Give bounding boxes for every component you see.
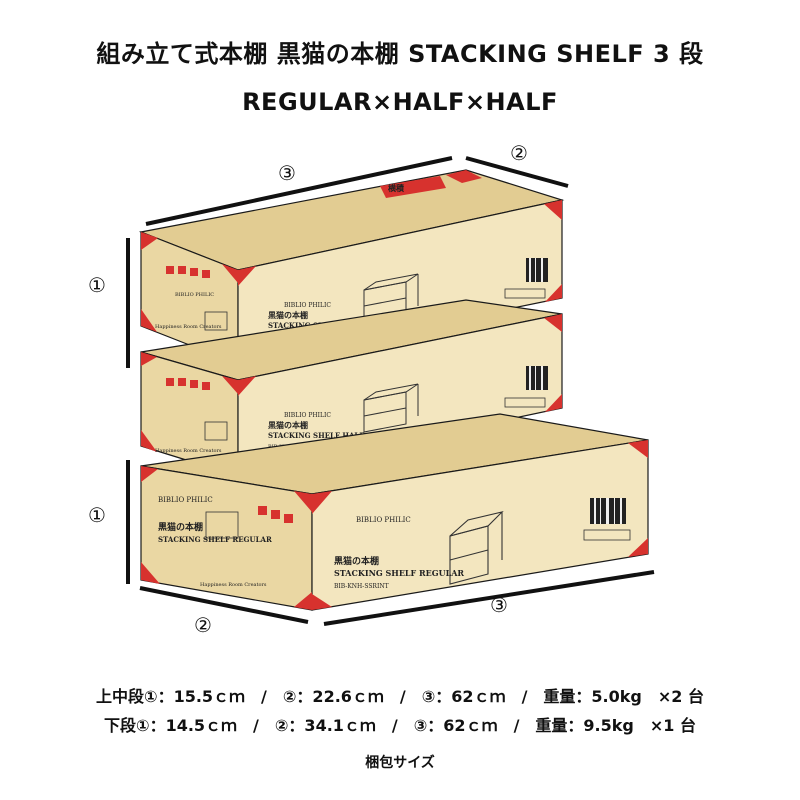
dim-marker-lower-height: ① — [88, 503, 106, 527]
box2-name-jp: 黒猫の本棚 — [268, 420, 308, 430]
dim-marker-upper-height: ① — [88, 273, 106, 297]
box1-top-label: 横積 — [388, 183, 405, 193]
box2-side-maker: Happiness Room Creators — [155, 448, 222, 454]
box3-front-brand: BIBLIO PHILIC — [356, 516, 411, 524]
spec-upper: 上中段①：15.5ｃｍ / ②：22.6ｃｍ / ③：62ｃｍ / 重量：5.0… — [96, 687, 704, 706]
box3-side-brand: BIBLIO PHILIC — [158, 496, 213, 504]
box2-front-brand: BIBLIO PHILIC — [284, 412, 331, 419]
dim-line-top-depth — [465, 156, 569, 188]
box3-side-name-jp: 黒猫の本棚 — [158, 521, 203, 533]
dim-line-bottom-length — [323, 570, 655, 626]
caption: 梱包サイズ — [365, 755, 435, 771]
dim-line-top-length — [145, 156, 453, 226]
box1-side-maker: Happiness Room Creators — [155, 324, 222, 330]
box3-side-name-en: STACKING SHELF REGULAR — [158, 535, 272, 544]
barcode — [526, 366, 548, 390]
box-middle-half: Happiness Room Creators BIBLIO PHILIC 黒猫… — [140, 299, 563, 477]
barcode — [526, 258, 548, 282]
box2-name-en: STACKING SHELF HALF — [268, 431, 364, 440]
dim-marker-top-depth: ② — [510, 141, 528, 165]
box1-side-brand: BIBLIO PHILIC — [175, 292, 214, 298]
box3-side-maker: Happiness Room Creators — [200, 582, 267, 588]
shelf-sketch — [363, 383, 419, 433]
page-subtitle: REGULAR×HALF×HALF — [242, 88, 558, 116]
dim-marker-top-length: ③ — [278, 161, 296, 185]
dimension-lines — [126, 156, 655, 626]
box3-name-jp: 黒猫の本棚 — [334, 555, 379, 567]
box3-name-en: STACKING SHELF REGULAR — [334, 568, 464, 578]
dim-line-bottom-depth — [139, 586, 309, 624]
page-title: 組み立て式本棚 黒猫の本棚 STACKING SHELF 3 段 — [96, 40, 704, 68]
dim-marker-bottom-length: ③ — [490, 593, 508, 617]
box-bottom-regular: BIBLIO PHILIC 黒猫の本棚 STACKING SHELF REGUL… — [140, 413, 649, 611]
shelf-sketch — [449, 511, 504, 585]
dim-marker-bottom-depth: ② — [194, 613, 212, 637]
box3-code: BIB-KNH-SSRINT — [334, 583, 389, 590]
barcode — [590, 498, 626, 524]
box1-front-brand: BIBLIO PHILIC — [284, 302, 331, 309]
box1-name-jp: 黒猫の本棚 — [268, 310, 308, 320]
spec-lower: 下段①：14.5ｃｍ / ②：34.1ｃｍ / ③：62ｃｍ / 重量：9.5k… — [104, 716, 696, 735]
